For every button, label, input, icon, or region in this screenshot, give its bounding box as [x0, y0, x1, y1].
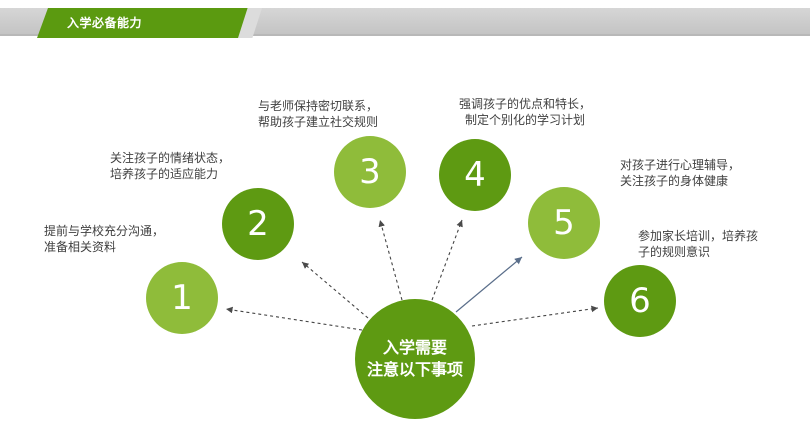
arrow-to-4 — [431, 219, 463, 301]
step-number-5: 5 — [553, 203, 575, 243]
step-number-1: 1 — [171, 278, 193, 318]
step-label-4: 强调孩子的优点和特长， 制定个别化的学习计划 — [459, 96, 591, 128]
step-label-5-line-2: 关注孩子的身体健康 — [620, 174, 729, 188]
step-label-4-line-2: 制定个别化的学习计划 — [465, 113, 586, 127]
step-label-3: 与老师保持密切联系， 帮助孩子建立社交规则 — [258, 98, 378, 130]
arrow-to-3 — [378, 219, 403, 301]
step-label-6: 参加家长培训，培养孩 子的规则意识 — [638, 228, 758, 260]
step-number-2: 2 — [247, 204, 269, 244]
step-label-4-line-1: 强调孩子的优点和特长， — [459, 97, 592, 111]
step-number-6: 6 — [629, 281, 651, 321]
step-label-2-line-2: 培养孩子的适应能力 — [110, 167, 219, 181]
step-number-4: 4 — [464, 155, 486, 195]
arrow-to-6 — [471, 305, 599, 327]
header-band-shadow — [0, 34, 810, 36]
arrow-to-1 — [225, 306, 363, 331]
step-label-3-line-2: 帮助孩子建立社交规则 — [258, 115, 379, 129]
step-number-3: 3 — [359, 152, 381, 192]
step-label-1: 提前与学校充分沟通， 准备相关资料 — [44, 223, 164, 255]
step-circle-3: 3 — [334, 136, 406, 208]
step-label-1-line-2: 准备相关资料 — [44, 240, 117, 254]
step-label-6-line-2: 子的规则意识 — [638, 245, 711, 259]
step-label-3-line-1: 与老师保持密切联系， — [258, 99, 379, 113]
step-circle-2: 2 — [222, 188, 294, 260]
center-circle: 入学需要 注意以下事项 — [355, 299, 475, 419]
page-title: 入学必备能力 — [67, 16, 143, 30]
center-line-2: 注意以下事项 — [366, 360, 463, 379]
step-circle-4: 4 — [439, 139, 511, 211]
step-label-6-line-1: 参加家长培训，培养孩 — [638, 229, 759, 243]
step-label-2-line-1: 关注孩子的情绪状态， — [110, 151, 231, 165]
step-circle-1: 1 — [146, 262, 218, 334]
arrow-to-2 — [301, 261, 369, 319]
step-label-5: 对孩子进行心理辅导， 关注孩子的身体健康 — [620, 157, 740, 189]
step-label-1-line-1: 提前与学校充分沟通， — [44, 224, 165, 238]
title-tab — [37, 8, 257, 38]
step-label-2: 关注孩子的情绪状态， 培养孩子的适应能力 — [110, 150, 230, 182]
arrow-to-5 — [455, 256, 523, 313]
center-line-1: 入学需要 — [382, 338, 447, 357]
step-circle-6: 6 — [604, 265, 676, 337]
step-label-5-line-1: 对孩子进行心理辅导， — [620, 158, 741, 172]
step-circle-5: 5 — [528, 187, 600, 259]
